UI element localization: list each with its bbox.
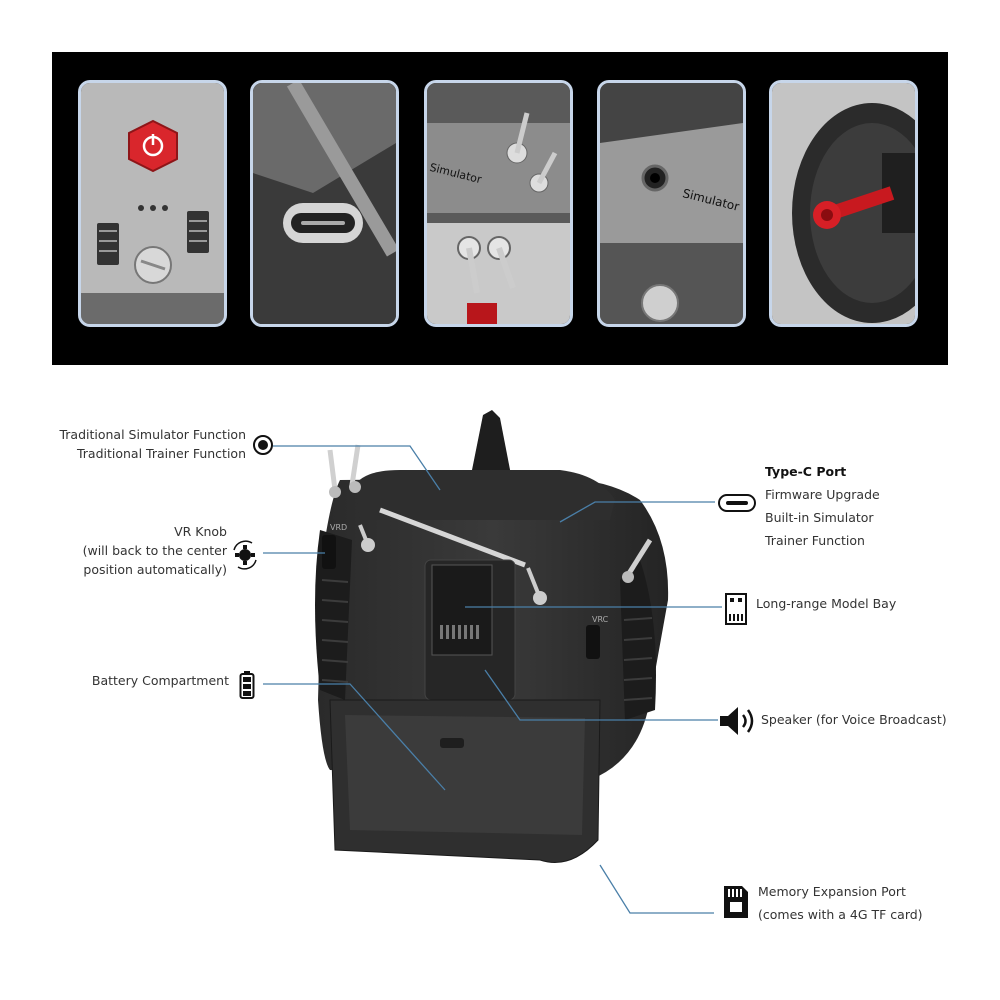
battery-icon [239, 671, 255, 699]
audio-jack-icon [253, 435, 273, 455]
leader-simulator [273, 445, 441, 491]
callout-simulator-trainer: Traditional Simulator Function Tradition… [59, 427, 246, 461]
callout-vr-knob: VR Knob (will back to the center positio… [82, 524, 227, 577]
speaker-icon [720, 707, 754, 735]
gimbal-tile [769, 80, 918, 327]
leader-battery [263, 683, 446, 791]
leader-speaker [484, 669, 718, 721]
leader-type-c [559, 501, 715, 523]
type-c-port-tile [250, 80, 399, 327]
power-icon [128, 119, 178, 173]
callout-memory: Memory Expansion Port (comes with a 4G T… [758, 884, 923, 922]
callout-model-bay: Long-range Model Bay [756, 596, 897, 611]
power-button-tile [78, 80, 227, 327]
module-bay-icon [725, 593, 747, 625]
usb-c-icon [718, 494, 756, 512]
callout-type-c: Type-C Port Firmware Upgrade Built-in Si… [765, 464, 880, 548]
callout-battery: Battery Compartment [91, 673, 229, 688]
simulator-jack-tile: Simulator [597, 80, 746, 327]
leader-memory [599, 864, 714, 914]
vrd-label: VRD [330, 523, 348, 532]
carry-handle [379, 507, 526, 568]
rotate-knob-icon [233, 540, 257, 570]
switches-tile: Simulator [424, 80, 573, 327]
vrc-label: VRC [592, 615, 609, 624]
callout-speaker: Speaker (for Voice Broadcast) [761, 712, 947, 727]
sd-card-icon [724, 886, 748, 918]
antenna [470, 410, 512, 480]
